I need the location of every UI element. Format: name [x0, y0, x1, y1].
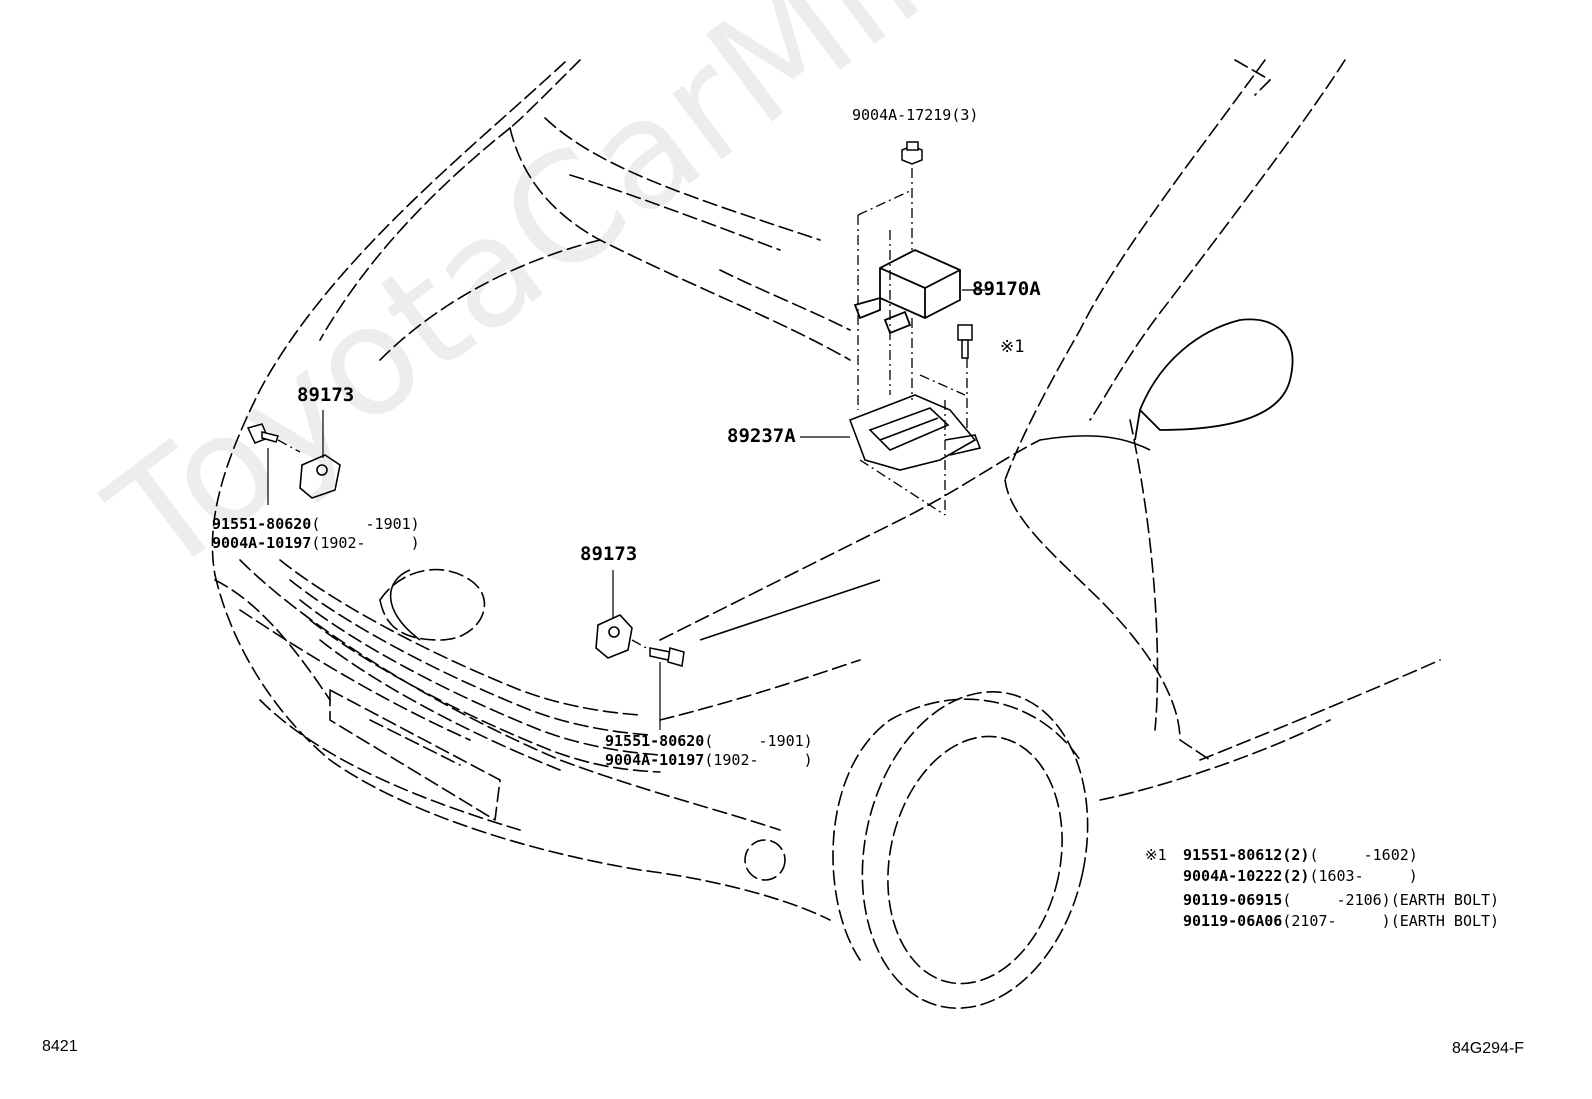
label-front-sensor-right: 89173 — [580, 543, 638, 565]
front-sensor-left-part — [299, 454, 341, 499]
airbag-sensor-part — [853, 249, 961, 335]
front-sensor-right-part — [595, 614, 633, 659]
label-front-sensor-left: 89173 — [297, 384, 355, 406]
front-sensor-right-bolt — [649, 647, 685, 667]
label-right-bolt-b: 9004A-10197(1902- ) — [605, 751, 813, 769]
nut-part — [901, 141, 923, 165]
earth-bolt-part — [957, 324, 973, 359]
footer-right-code: 84G294-F — [1452, 1040, 1525, 1057]
note-line-2: 9004A-10222(2)(1603- ) — [1183, 867, 1418, 885]
label-left-bolt-a: 91551-80620( -1901) — [212, 515, 420, 533]
note-line-1: 91551-80612(2)( -1602) — [1183, 846, 1418, 864]
side-mirror — [1134, 318, 1294, 441]
notes-marker: ※1 — [1145, 846, 1167, 864]
sensor-bracket-part — [848, 394, 982, 471]
note-line-3: 90119-06915( -2106)(EARTH BOLT) — [1183, 891, 1500, 909]
note-line-4: 90119-06A06(2107- )(EARTH BOLT) — [1183, 912, 1500, 930]
label-bracket: 89237A — [727, 425, 796, 447]
label-left-bolt-b: 9004A-10197(1902- ) — [212, 534, 420, 552]
leader-lines — [267, 289, 990, 730]
label-sensor-nut: 9004A-17219(3) — [852, 106, 979, 124]
assembly-guides — [277, 168, 968, 651]
label-airbag-sensor: 89170A — [972, 278, 1041, 300]
front-sensor-left-bolt — [246, 423, 279, 444]
vehicle-outline — [211, 59, 1441, 1009]
footer-left-code: 8421 — [42, 1038, 78, 1055]
label-right-bolt-a: 91551-80620( -1901) — [605, 732, 813, 750]
label-mark1: ※1 — [1000, 337, 1025, 357]
body-solid-lines — [389, 435, 1151, 641]
